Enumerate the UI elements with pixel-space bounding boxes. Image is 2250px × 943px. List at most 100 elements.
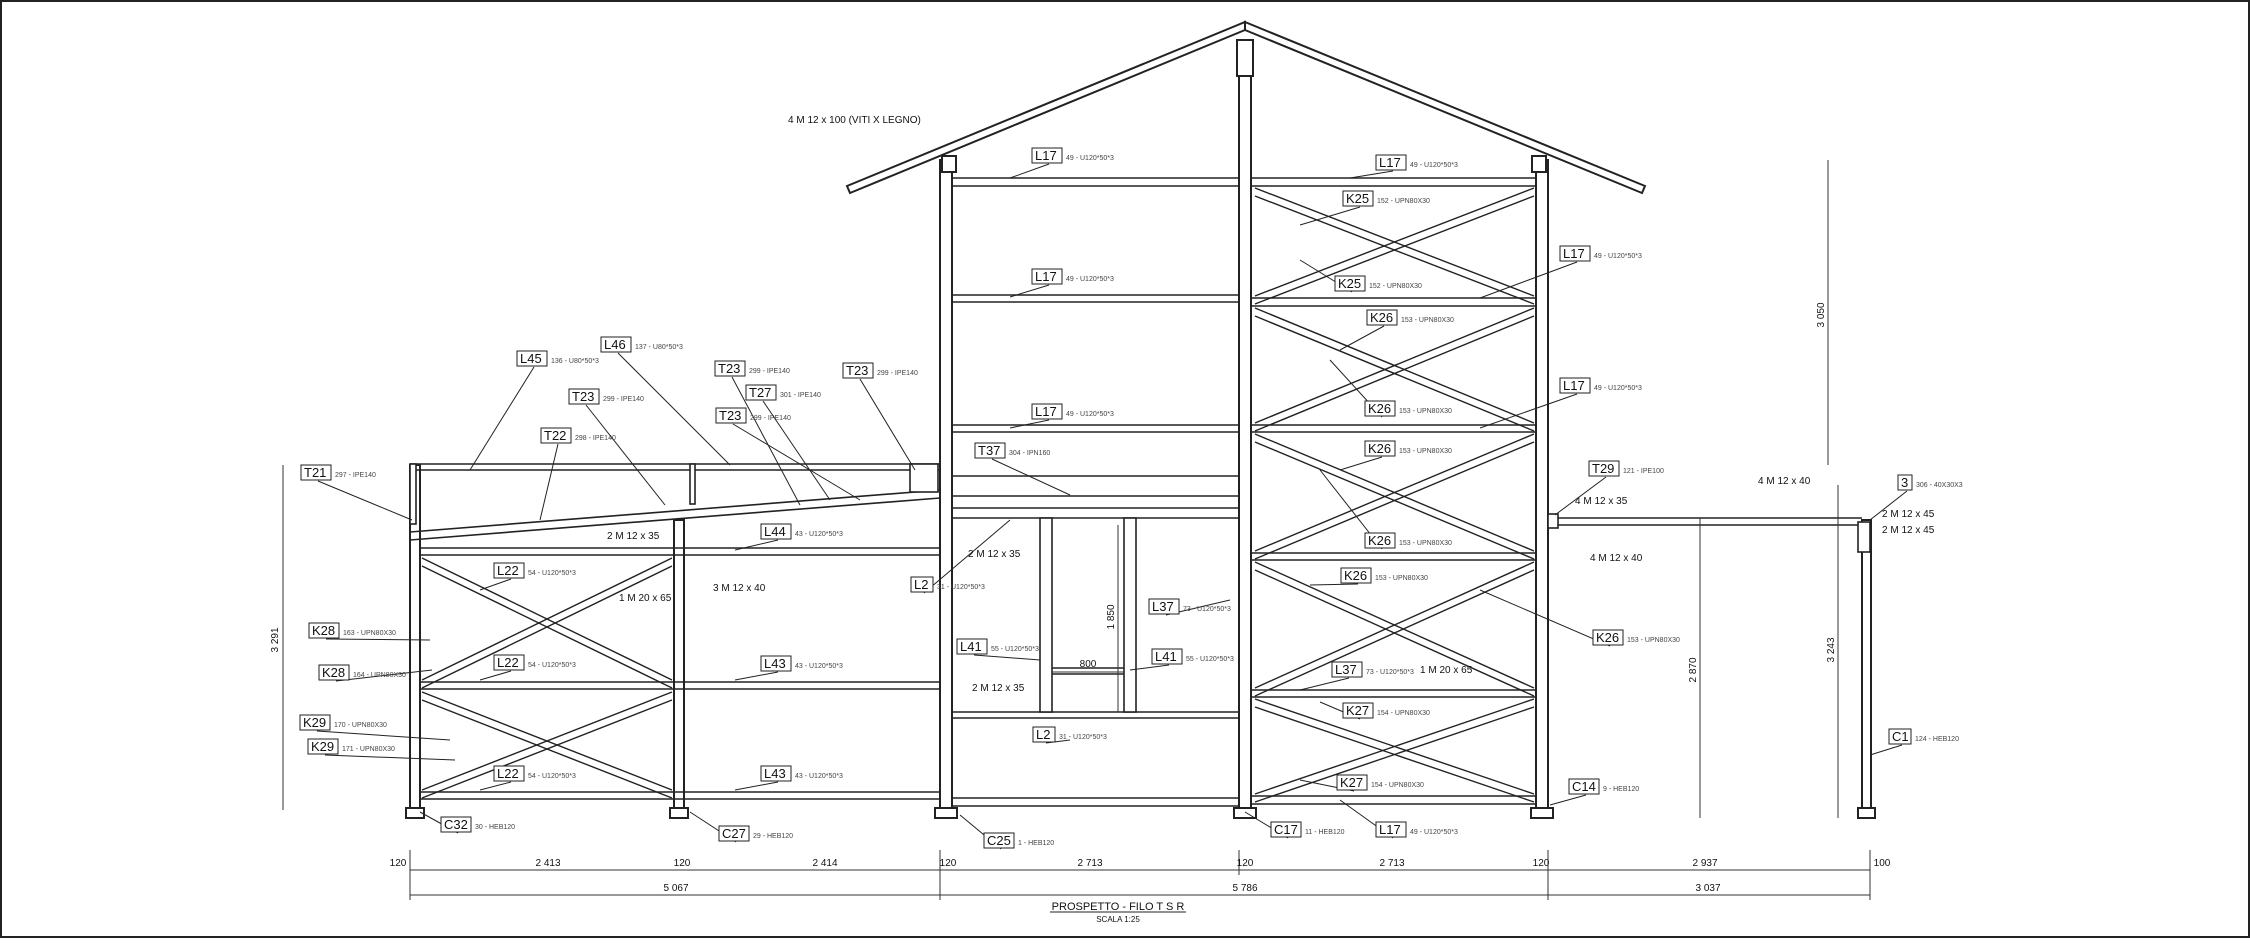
column-c27 bbox=[673, 519, 685, 811]
dimension-value: 5 067 bbox=[663, 883, 688, 894]
member-tag: L22 bbox=[497, 766, 519, 781]
tag-box bbox=[1375, 821, 1407, 838]
dimension-value: 3 050 bbox=[1816, 302, 1827, 327]
member-spec: 43 - U120*50*3 bbox=[795, 773, 843, 780]
member-tag: T22 bbox=[544, 428, 566, 443]
member-spec: 297 - IPE140 bbox=[335, 472, 376, 479]
steel-structure bbox=[405, 20, 1876, 819]
member-spec: 153 - UPN80X30 bbox=[1399, 448, 1452, 455]
member-spec: 1 - HEB120 bbox=[1018, 840, 1054, 847]
member-spec: 171 - UPN80X30 bbox=[342, 746, 395, 753]
beams-center bbox=[952, 177, 1239, 807]
dimension-value: 120 bbox=[940, 858, 957, 869]
member-spec: 152 - UPN80X30 bbox=[1369, 283, 1422, 290]
member-spec: 9 - HEB120 bbox=[1603, 786, 1639, 793]
leader-line bbox=[859, 378, 916, 471]
tag-box bbox=[1334, 275, 1366, 292]
leader-line bbox=[991, 458, 1071, 496]
bolt-note: 4 M 12 x 40 bbox=[1590, 553, 1643, 564]
dimension-horizontal: 800 bbox=[1080, 659, 1097, 670]
leader-line bbox=[734, 781, 779, 791]
tag-box bbox=[718, 825, 750, 842]
leader-line bbox=[732, 423, 861, 501]
member-spec: 54 - U120*50*3 bbox=[528, 662, 576, 669]
bolt-note: 4 M 12 x 35 bbox=[1575, 496, 1628, 507]
leader-line bbox=[1299, 206, 1361, 226]
bolt-note: 1 M 20 x 65 bbox=[1420, 665, 1473, 676]
member-tag: C25 bbox=[987, 833, 1011, 848]
member-tag: L17 bbox=[1035, 404, 1057, 419]
member-spec: 299 - IPE140 bbox=[603, 396, 644, 403]
member-spec: 301 - IPE140 bbox=[780, 392, 821, 399]
leader-line bbox=[923, 519, 1011, 594]
member-tag: K26 bbox=[1368, 401, 1391, 416]
dimension-value: 2 870 bbox=[1688, 657, 1699, 682]
leader-line bbox=[1869, 490, 1908, 521]
member-spec: 49 - U120*50*3 bbox=[1066, 276, 1114, 283]
tag-box bbox=[1031, 268, 1063, 285]
tag-box bbox=[1270, 821, 1302, 838]
member-label-k29: K29 171 - UPN80X30 bbox=[307, 738, 456, 761]
leader-line bbox=[1549, 794, 1587, 806]
tag-box bbox=[307, 738, 339, 755]
member-tag: K27 bbox=[1346, 703, 1369, 718]
member-spec: 55 - U120*50*3 bbox=[991, 646, 1039, 653]
member-tag: K29 bbox=[311, 739, 334, 754]
tag-box bbox=[1592, 629, 1624, 646]
dimension-value: 2 713 bbox=[1077, 858, 1102, 869]
leader-line bbox=[1479, 261, 1578, 299]
member-tag: K29 bbox=[303, 715, 326, 730]
leader-line bbox=[316, 730, 451, 741]
tag-box bbox=[600, 336, 632, 353]
tag-box bbox=[1568, 778, 1600, 795]
tag-box bbox=[299, 714, 331, 731]
member-spec: 299 - IPE140 bbox=[749, 368, 790, 375]
tag-box bbox=[1364, 440, 1396, 457]
tag-box bbox=[1336, 774, 1368, 791]
tag-box bbox=[974, 442, 1006, 459]
dimension-value: 5 786 bbox=[1232, 883, 1257, 894]
column-bases bbox=[405, 807, 1876, 819]
tag-box bbox=[540, 427, 572, 444]
leader-line bbox=[617, 352, 731, 466]
member-spec: 73 - U120*50*3 bbox=[1183, 606, 1231, 613]
tag-box bbox=[318, 664, 350, 681]
member-spec: 153 - UPN80X30 bbox=[1627, 637, 1680, 644]
leader-line bbox=[731, 376, 801, 506]
tag-box bbox=[1588, 460, 1620, 477]
member-tag: L17 bbox=[1035, 269, 1057, 284]
tag-box bbox=[1148, 598, 1180, 615]
member-tag: L17 bbox=[1379, 822, 1401, 837]
tag-box bbox=[1331, 661, 1363, 678]
member-tag: T29 bbox=[1592, 461, 1614, 476]
leader-line bbox=[585, 404, 666, 506]
member-spec: 49 - U120*50*3 bbox=[1410, 829, 1458, 836]
member-tag: L17 bbox=[1379, 155, 1401, 170]
leader-line bbox=[734, 539, 779, 551]
member-spec: 49 - U120*50*3 bbox=[1594, 253, 1642, 260]
member-spec: 136 - U80*50*3 bbox=[551, 358, 599, 365]
leader-line bbox=[1309, 583, 1359, 586]
member-tag: L43 bbox=[764, 766, 786, 781]
